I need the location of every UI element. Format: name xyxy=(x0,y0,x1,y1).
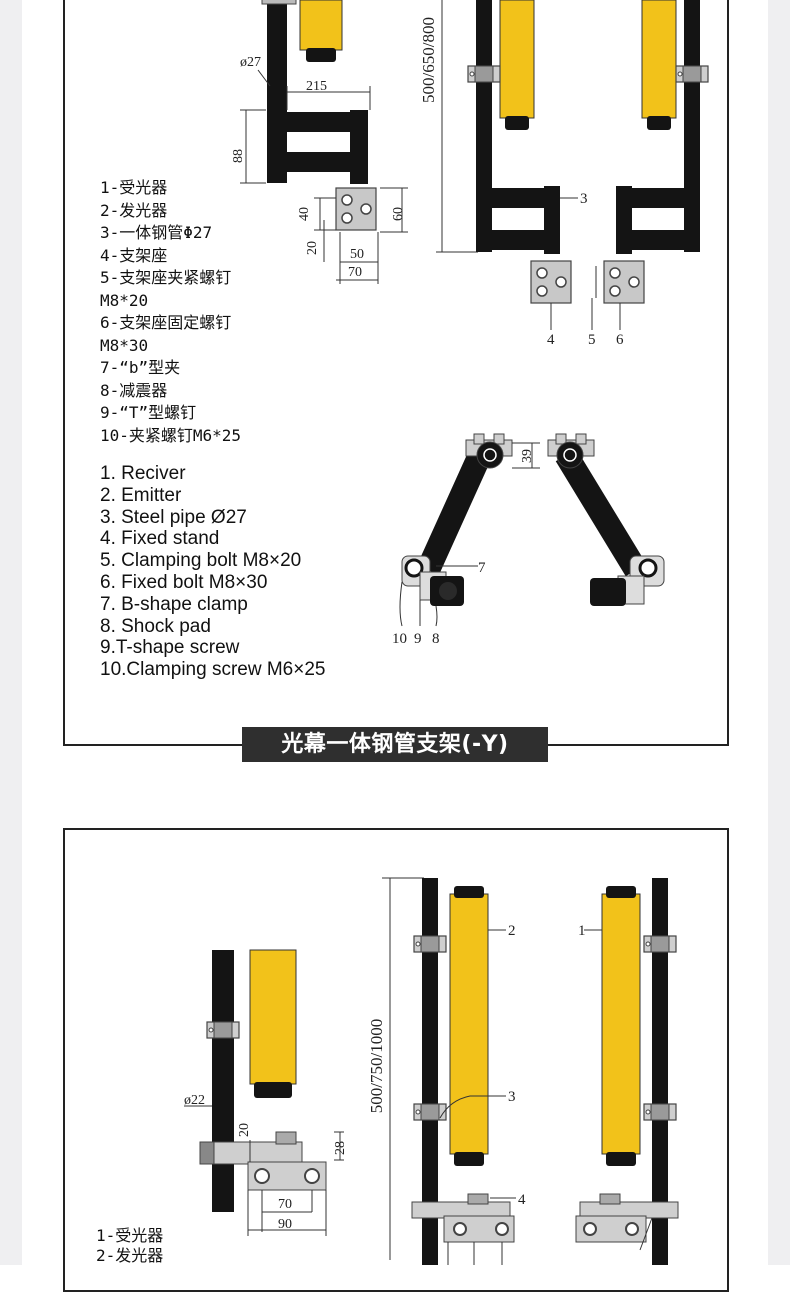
legend-item: 9.T-shape screw xyxy=(100,637,240,659)
callout-4: 4 xyxy=(547,332,555,348)
side-view-upper: ø27 215 88 40 60 20 50 70 xyxy=(231,0,408,284)
callout-6: 6 xyxy=(616,332,624,348)
callout-8: 8 xyxy=(432,631,440,647)
dim-40: 40 xyxy=(297,207,312,221)
legend-item: M8*30 xyxy=(100,335,149,355)
side-view-lower: ø22 20 28 70 90 xyxy=(184,949,348,1236)
legend-item: 1-受光器 xyxy=(100,178,168,197)
dim-70-lower: 70 xyxy=(278,1197,292,1212)
callout-2-lower: 2 xyxy=(508,923,516,939)
legend-item: 2. Emitter xyxy=(100,484,182,506)
legend-item: 2-发光器 xyxy=(96,1246,164,1265)
drawing-panel-upper xyxy=(63,0,729,746)
legend-item: 8-减震器 xyxy=(100,380,168,400)
legend-item: 4-支架座 xyxy=(100,245,168,265)
dim-60: 60 xyxy=(391,207,406,221)
legend-item: M8*20 xyxy=(100,290,149,310)
legend-item: 7-“b”型夹 xyxy=(100,358,181,377)
legend-item: 7. B-shape clamp xyxy=(100,593,248,615)
dim-50: 50 xyxy=(350,247,364,262)
legend-item: 6-支架座固定螺钉 xyxy=(100,313,232,332)
legend-english-upper: 1. Reciver 2. Emitter 3. Steel pipe Ø27 … xyxy=(100,463,325,681)
dim-70: 70 xyxy=(348,265,362,280)
legend-item: 10.Clamping screw M6×25 xyxy=(100,659,326,681)
callout-10: 10 xyxy=(392,631,407,647)
callout-3-lower: 3 xyxy=(508,1089,516,1105)
callout-3: 3 xyxy=(580,191,588,207)
section-title-banner: 光幕一体钢管支架(-Y) xyxy=(242,727,548,762)
left-page-margin xyxy=(0,0,22,1265)
dim-90: 90 xyxy=(278,1217,292,1232)
legend-item: 1-受光器 xyxy=(96,1226,164,1245)
dim-88: 88 xyxy=(231,149,246,163)
callout-5: 5 xyxy=(588,332,596,348)
legend-item: 6. Fixed bolt M8×30 xyxy=(100,571,268,593)
dim-d27: ø27 xyxy=(240,55,261,70)
dim-215: 215 xyxy=(306,79,327,94)
callout-7: 7 xyxy=(478,560,486,576)
legend-item: 9-“T”型螺钉 xyxy=(100,403,197,422)
legend-item: 5. Clamping bolt M8×20 xyxy=(100,550,302,572)
legend-item: 1. Reciver xyxy=(100,463,186,484)
dim-39: 39 xyxy=(520,449,535,463)
legend-chinese-lower: 1-受光器 2-发光器 xyxy=(96,1226,163,1266)
legend-item: 3. Steel pipe Ø27 xyxy=(100,506,247,528)
v-bracket-assembly: 39 7 10 9 8 xyxy=(392,433,665,647)
front-view-lower: 500/750/1000 2 1 3 4 xyxy=(367,877,679,1265)
dim-20: 20 xyxy=(305,241,320,255)
dim-d22: ø22 xyxy=(184,1093,205,1108)
callout-9: 9 xyxy=(414,631,422,647)
front-view-upper: 500/650/800 3 4 5 6 xyxy=(419,0,709,348)
legend-chinese-upper: 1-受光器 2-发光器 3-一体钢管Φ27 4-支架座 5-支架座夹紧螺钉 M8… xyxy=(100,177,241,447)
dim-20-lower: 20 xyxy=(237,1123,252,1137)
legend-item: 8. Shock pad xyxy=(100,615,211,637)
technical-drawing: ø27 215 88 40 60 20 50 70 500/650/800 3 … xyxy=(184,0,709,1265)
legend-item: 3-一体钢管Φ27 xyxy=(100,223,213,242)
dim-height-500-750-1000: 500/750/1000 xyxy=(367,1019,386,1113)
callout-1-lower: 1 xyxy=(578,923,586,939)
legend-item: 2-发光器 xyxy=(100,200,168,220)
dim-height-500-650-800: 500/650/800 xyxy=(419,17,438,103)
dim-28: 28 xyxy=(333,1141,348,1155)
callout-4-lower: 4 xyxy=(518,1192,526,1208)
legend-item: 4. Fixed stand xyxy=(100,528,220,550)
legend-item: 10-夹紧螺钉M6*25 xyxy=(100,425,242,445)
right-page-margin xyxy=(768,0,790,1265)
legend-item: 5-支架座夹紧螺钉 xyxy=(100,268,232,287)
